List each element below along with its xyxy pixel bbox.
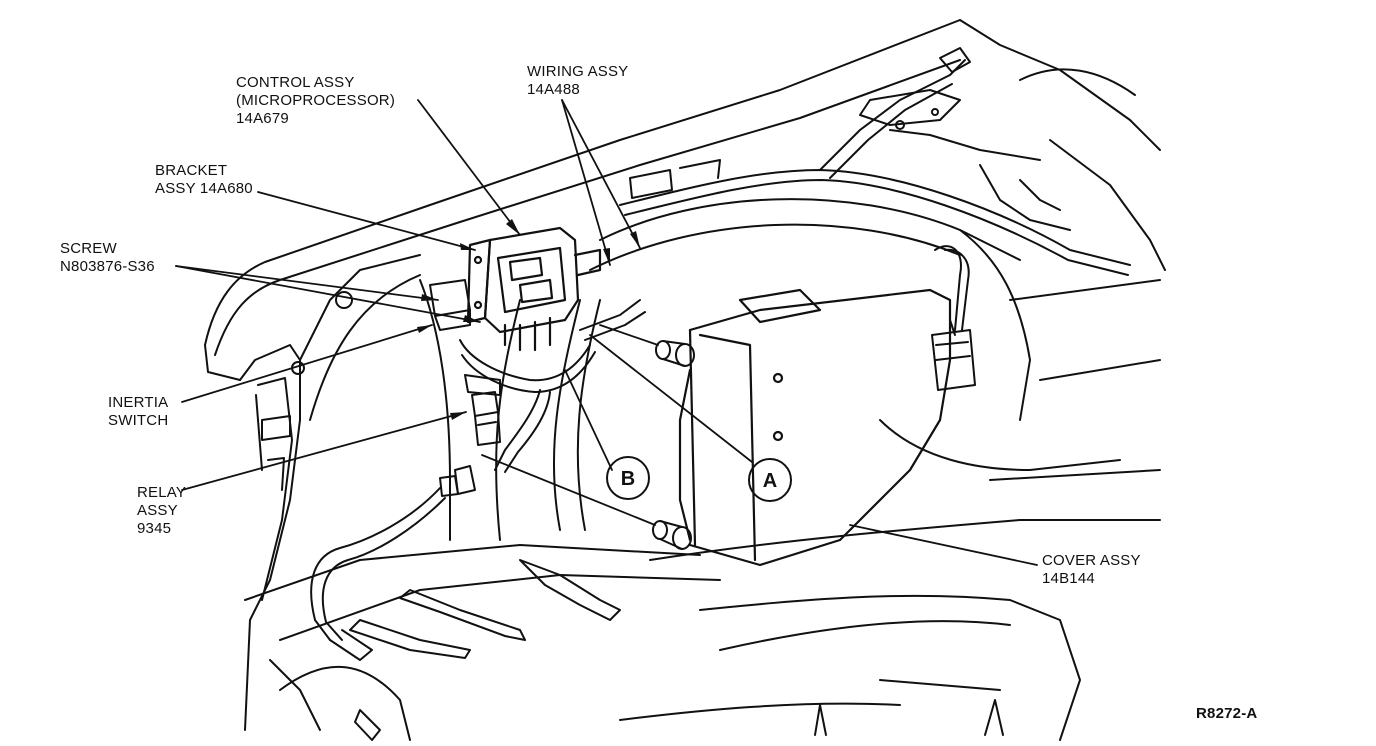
callout-circles: A B — [606, 456, 792, 502]
label-screw-line2: N803876-S36 — [60, 258, 155, 275]
label-wiring-assy-line2: 14A488 — [527, 81, 580, 98]
harness-right-connector — [931, 245, 976, 391]
label-control-assy-line3: 14A679 — [236, 110, 289, 127]
callout-b-letter: B — [621, 468, 635, 490]
label-relay-assy: RELAY ASSY 9345 — [137, 484, 186, 538]
label-relay-assy-line2: ASSY — [137, 502, 178, 519]
floor-pan — [244, 519, 1161, 741]
label-screw: SCREW N803876-S36 — [60, 240, 155, 276]
label-cover-assy-line2: 14B144 — [1042, 570, 1095, 587]
mounting-studs — [652, 340, 695, 550]
label-control-assy-line1: CONTROL ASSY — [236, 74, 355, 91]
cover-assy-box — [678, 288, 952, 567]
label-wiring-assy: WIRING ASSY 14A488 — [527, 63, 628, 99]
callout-a-letter: A — [763, 470, 777, 492]
inertia-switch — [429, 279, 471, 331]
label-control-assy: CONTROL ASSY (MICROPROCESSOR) 14A679 — [236, 74, 395, 128]
wiring-harness-top — [619, 47, 1131, 276]
figure-id: R8272-A — [1196, 705, 1258, 722]
leader-lines — [175, 99, 1038, 566]
label-relay-assy-line3: 9345 — [137, 520, 172, 537]
callout-b-circle — [606, 456, 650, 500]
label-inertia-switch: INERTIA SWITCH — [108, 394, 168, 430]
label-bracket-assy: BRACKET ASSY 14A680 — [155, 162, 253, 198]
label-cover-assy-line1: COVER ASSY — [1042, 552, 1141, 569]
control-assy-module — [466, 226, 602, 352]
harness-lower-left — [310, 465, 476, 661]
label-screw-line1: SCREW — [60, 240, 117, 257]
label-cover-assy: COVER ASSY 14B144 — [1042, 552, 1141, 588]
label-inertia-switch-line1: INERTIA — [108, 394, 169, 411]
label-bracket-assy-line1: BRACKET — [155, 162, 228, 179]
label-wiring-assy-line1: WIRING ASSY — [527, 63, 629, 80]
label-relay-assy-line1: RELAY — [137, 484, 187, 501]
label-bracket-assy-line2: ASSY 14A680 — [155, 180, 253, 197]
label-control-assy-line2: (MICROPROCESSOR) — [236, 92, 396, 109]
arrowheads — [417, 219, 640, 420]
left-fender — [239, 254, 421, 731]
label-inertia-switch-line2: SWITCH — [108, 412, 169, 429]
module-harness — [459, 299, 646, 473]
callout-a-circle — [748, 458, 792, 502]
relay-assy — [471, 391, 501, 446]
